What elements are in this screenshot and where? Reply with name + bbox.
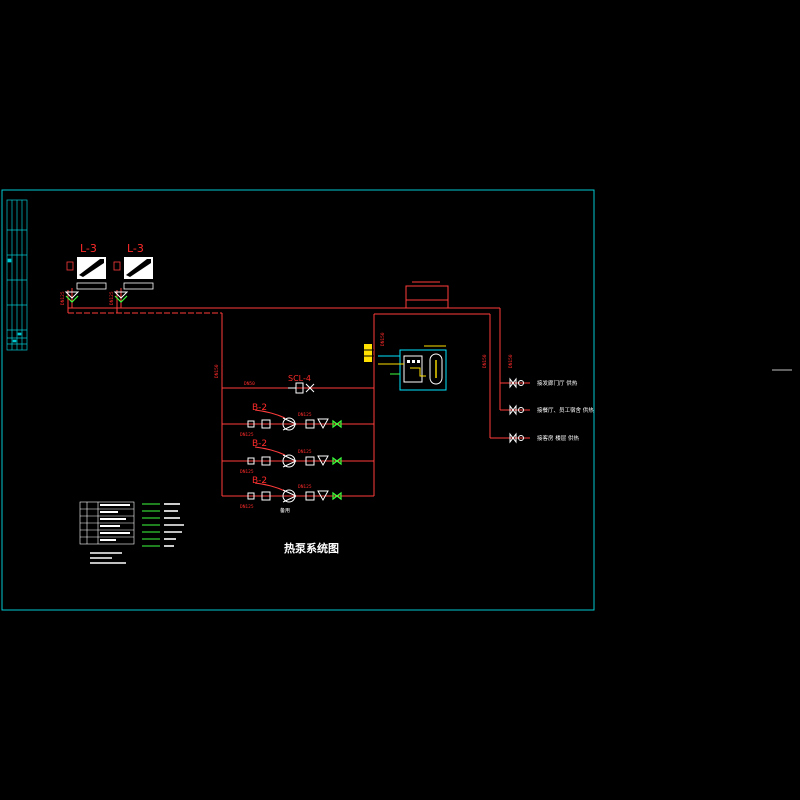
supply-label-2: DN150 bbox=[508, 354, 514, 368]
branch-label-3: 接客房 楼层 供热 bbox=[537, 434, 579, 442]
pump-2 bbox=[247, 454, 329, 468]
pump-1-in-label: DN125 bbox=[240, 432, 254, 438]
heat-pump-unit-2 bbox=[113, 257, 154, 290]
drawing-frame bbox=[1, 189, 595, 611]
pump-3-out-label: DN125 bbox=[298, 484, 312, 490]
legend-symbols bbox=[142, 503, 184, 547]
legend-table bbox=[79, 501, 135, 545]
pump-2-tag: B-2 bbox=[252, 439, 267, 449]
pump-3-in-label: DN125 bbox=[240, 504, 254, 510]
branch-valve-2 bbox=[509, 404, 524, 416]
check-valves bbox=[65, 295, 342, 501]
tank-assembly bbox=[362, 344, 447, 391]
supply-label-1: DN150 bbox=[482, 354, 488, 368]
bypass-label: DN50 bbox=[244, 381, 255, 387]
pump-3-tag: B-2 bbox=[252, 476, 267, 486]
pump-1 bbox=[247, 417, 329, 431]
branch-valve-3 bbox=[509, 432, 524, 444]
pipe-network bbox=[67, 281, 530, 497]
heat-pump-unit-1 bbox=[66, 257, 107, 290]
pump-2-in-label: DN125 bbox=[240, 469, 254, 475]
softener-tag: SCL-4 bbox=[288, 374, 311, 383]
pump-symbols bbox=[64, 291, 524, 503]
softener-valve bbox=[288, 382, 315, 394]
pump-2-out-label: DN125 bbox=[298, 449, 312, 455]
drawing-title: 热泵系统图 bbox=[284, 541, 339, 555]
branch-label-2: 接餐厅、员工宿舍 供热 bbox=[537, 406, 594, 414]
pump-note: 备用 bbox=[280, 507, 290, 514]
title-block bbox=[6, 199, 28, 351]
unit-1-tag: L-3 bbox=[80, 242, 97, 255]
unit-2-tag: L-3 bbox=[127, 242, 144, 255]
main-riser-label: DN150 bbox=[214, 364, 220, 378]
branch-label-1: 接发廊门厅 供热 bbox=[537, 379, 578, 387]
pump-1-tag: B-2 bbox=[252, 403, 267, 413]
legend-notes bbox=[90, 552, 126, 564]
pump-1-out-label: DN125 bbox=[298, 412, 312, 418]
pump-3 bbox=[247, 489, 329, 503]
branch-valve-1 bbox=[509, 377, 524, 389]
unit-1-pipe-label: DN125 bbox=[60, 291, 66, 305]
tank-riser-label: DN150 bbox=[380, 332, 386, 346]
unit-2-pipe-label: DN125 bbox=[109, 291, 115, 305]
